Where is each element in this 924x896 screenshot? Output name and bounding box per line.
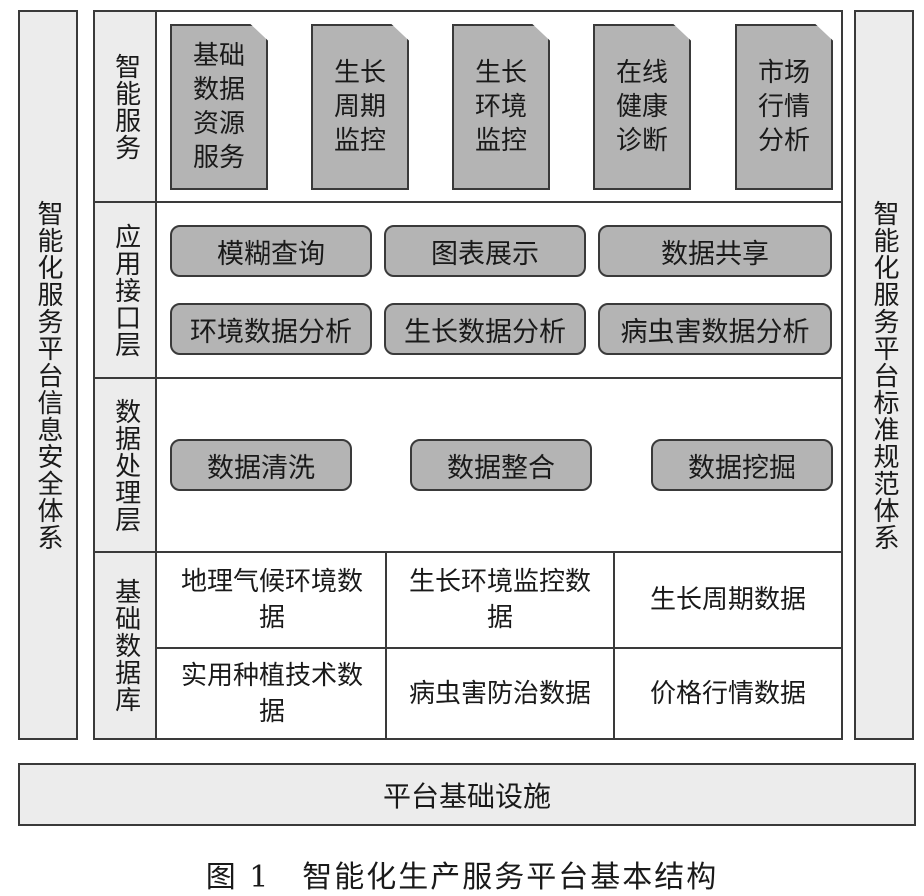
- interface-pill-label: 生长数据分析: [404, 316, 566, 348]
- interface-pill-label: 模糊查询: [217, 238, 325, 270]
- db-cell-growth-env: 生长环境监控数据: [387, 553, 613, 647]
- service-doc-2: 生长周期监控: [311, 24, 409, 190]
- service-doc-4: 在线健康诊断: [593, 24, 691, 190]
- db-cell-planting-tech: 实用种植技术数据: [159, 649, 385, 738]
- db-cell-growth-cycle: 生长周期数据: [615, 553, 841, 647]
- left-sidebar-label: 智能化服务平台信息安全体系: [33, 199, 63, 551]
- infrastructure-label: 平台基础设施: [382, 779, 551, 813]
- db-cell-label: 生长环境监控数据: [408, 567, 591, 633]
- layer-label-smart-services: 智能服务: [95, 12, 157, 201]
- interface-pill-env-analysis: 环境数据分析: [170, 303, 372, 355]
- interface-pill-label: 环境数据分析: [190, 316, 352, 348]
- db-cell-price-market: 价格行情数据: [615, 649, 841, 738]
- processing-pill-cleaning: 数据清洗: [170, 439, 352, 491]
- right-sidebar-label: 智能化服务平台标准规范体系: [869, 199, 899, 551]
- layer-label-app-interface: 应用接口层: [95, 203, 157, 377]
- interface-pill-label: 数据共享: [661, 238, 769, 270]
- db-cell-pest-control: 病虫害防治数据: [387, 649, 613, 738]
- interface-pill-label: 病虫害数据分析: [620, 316, 810, 348]
- interface-pill-data-sharing: 数据共享: [598, 225, 832, 277]
- layer-smart-services: 智能服务 基础数据资源服务 生长周期监控 生长环境监控 在线健康诊断 市场行情分…: [95, 12, 841, 203]
- processing-pill-mining: 数据挖掘: [651, 439, 833, 491]
- interface-pill-chart-display: 图表展示: [384, 225, 586, 277]
- service-doc-label: 在线健康诊断: [615, 58, 668, 156]
- interface-pill-growth-analysis: 生长数据分析: [384, 303, 586, 355]
- db-cell-label: 价格行情数据: [649, 678, 806, 709]
- db-cell-label: 生长周期数据: [649, 585, 806, 615]
- layer-data-processing: 数据处理层 数据清洗 数据整合 数据挖掘: [95, 379, 841, 553]
- interface-pill-pest-analysis: 病虫害数据分析: [598, 303, 832, 355]
- left-sidebar-security-system: 智能化服务平台信息安全体系: [18, 10, 78, 740]
- service-doc-label: 生长周期监控: [333, 58, 386, 156]
- right-sidebar-standards-system: 智能化服务平台标准规范体系: [854, 10, 914, 740]
- db-cell-label: 实用种植技术数据: [180, 660, 363, 727]
- db-grid-divider: [157, 647, 841, 649]
- processing-pill-integration: 数据整合: [410, 439, 592, 491]
- layer-app-interface: 应用接口层 模糊查询 图表展示 数据共享 环境数据分析 生长数据分析 病虫害数据…: [95, 203, 841, 379]
- layer-label-text: 基础数据库: [110, 578, 141, 713]
- service-doc-label: 基础数据资源服务: [192, 41, 245, 173]
- db-grid-divider: [385, 553, 387, 738]
- service-doc-label: 市场行情分析: [757, 58, 810, 156]
- figure-caption: 图 1 智能化生产服务平台基本结构: [205, 860, 719, 895]
- db-cell-geo-climate: 地理气候环境数据: [159, 553, 385, 647]
- interface-pill-fuzzy-query: 模糊查询: [170, 225, 372, 277]
- processing-pill-label: 数据整合: [447, 452, 555, 484]
- service-doc-3: 生长环境监控: [452, 24, 550, 190]
- layer-label-base-database: 基础数据库: [95, 553, 157, 738]
- db-grid-divider: [613, 553, 615, 738]
- service-doc-1: 基础数据资源服务: [170, 24, 268, 190]
- architecture-main-block: 智能服务 基础数据资源服务 生长周期监控 生长环境监控 在线健康诊断 市场行情分…: [93, 10, 843, 740]
- processing-pill-label: 数据清洗: [207, 452, 315, 484]
- layer-base-database: 基础数据库 地理气候环境数据 生长环境监控数据 生长周期数据 实用种植技术数据 …: [95, 553, 841, 738]
- layer-label-data-processing: 数据处理层: [95, 379, 157, 551]
- processing-pill-label: 数据挖掘: [688, 452, 796, 484]
- layer-label-text: 智能服务: [110, 52, 141, 161]
- db-cell-label: 地理气候环境数据: [180, 567, 363, 633]
- service-doc-5: 市场行情分析: [735, 24, 833, 190]
- interface-pill-label: 图表展示: [431, 238, 539, 270]
- db-cell-label: 病虫害防治数据: [408, 678, 591, 709]
- layer-label-text: 应用接口层: [110, 222, 141, 358]
- service-doc-label: 生长环境监控: [474, 58, 527, 156]
- infrastructure-bar: 平台基础设施: [18, 763, 916, 826]
- layer-label-text: 数据处理层: [110, 397, 141, 533]
